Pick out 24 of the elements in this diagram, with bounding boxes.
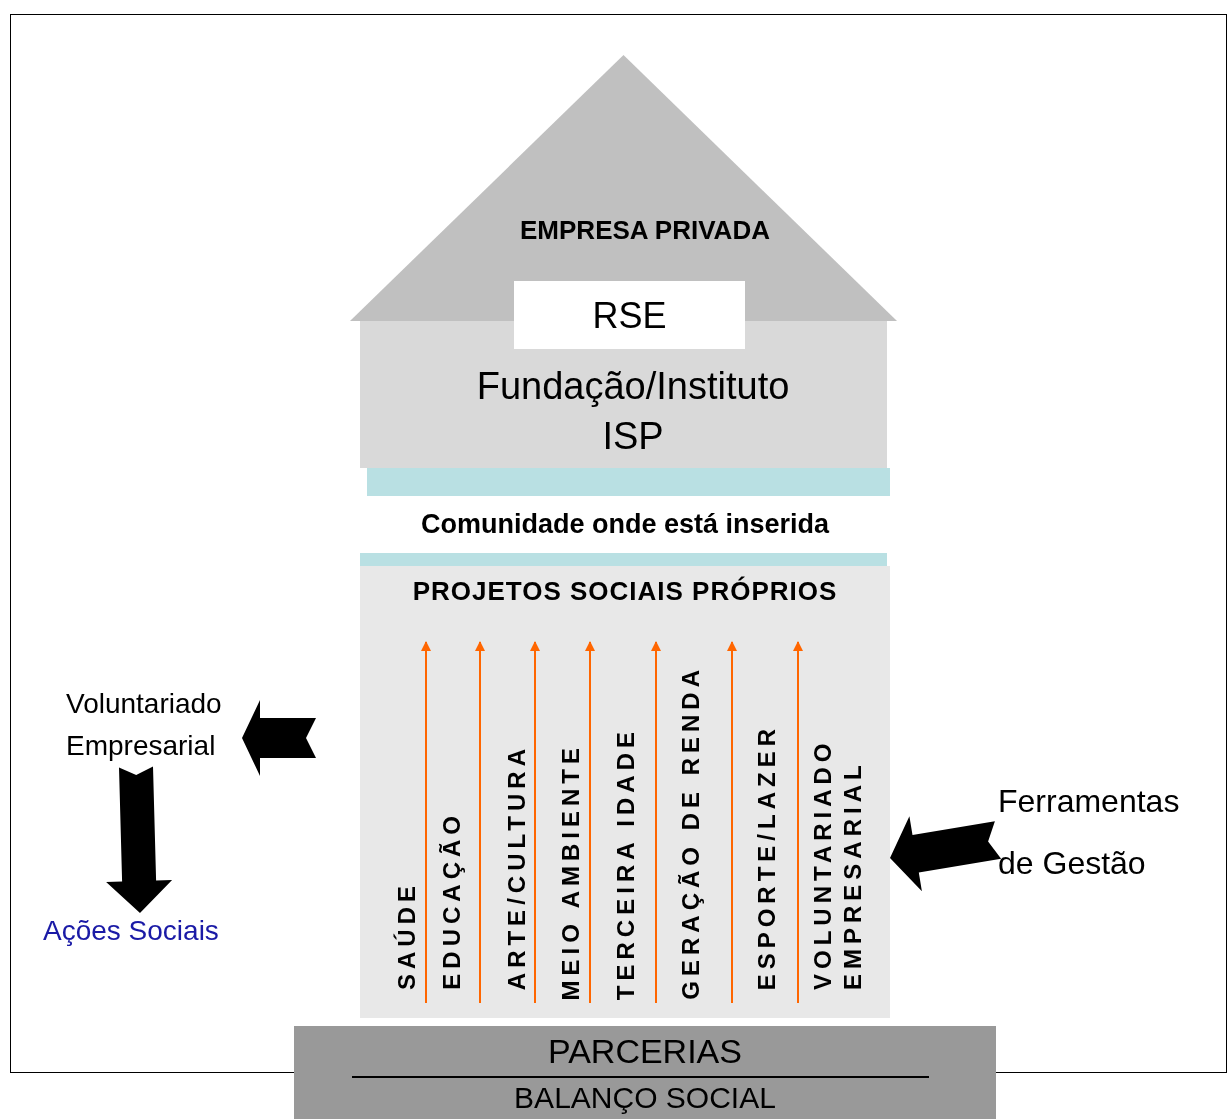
box-label: RSE: [591, 295, 668, 337]
category-label: MEIO AMBIENTE: [556, 742, 585, 1000]
base-slab: [294, 1026, 996, 1119]
side-label: Ações Sociais: [43, 915, 219, 947]
body-label: Fundação/Instituto ISP: [475, 364, 791, 459]
side-label: Ferramentas de Gestão: [998, 782, 1181, 883]
side-label: Voluntariado Empresarial: [66, 687, 223, 763]
category-label: GERAÇÃO DE RENDA: [676, 665, 705, 1000]
category-label: ESPORTE/LAZER: [752, 723, 781, 990]
category-label: EDUCAÇÃO: [437, 811, 466, 990]
roof-label: EMPRESA PRIVADA: [519, 215, 771, 246]
band-label: Comunidade onde está inserida: [419, 509, 831, 540]
panel-title: PROJETOS SOCIAIS PRÓPRIOS: [411, 576, 839, 607]
block-arrow: [890, 816, 1002, 892]
block-arrow: [242, 700, 316, 776]
projects-panel: [360, 566, 890, 1018]
title-box: [514, 281, 745, 349]
category-label: ARTE/CULTURA: [502, 743, 531, 990]
base-label: PARCERIAS: [547, 1032, 743, 1071]
category-label: SAÚDE: [392, 881, 421, 990]
category-label: TERCEIRA IDADE: [611, 726, 640, 1000]
block-arrow: [106, 766, 173, 913]
base-label: BALANÇO SOCIAL: [513, 1081, 777, 1115]
category-label: VOLUNTARIADO EMPRESARIAL: [808, 737, 867, 990]
